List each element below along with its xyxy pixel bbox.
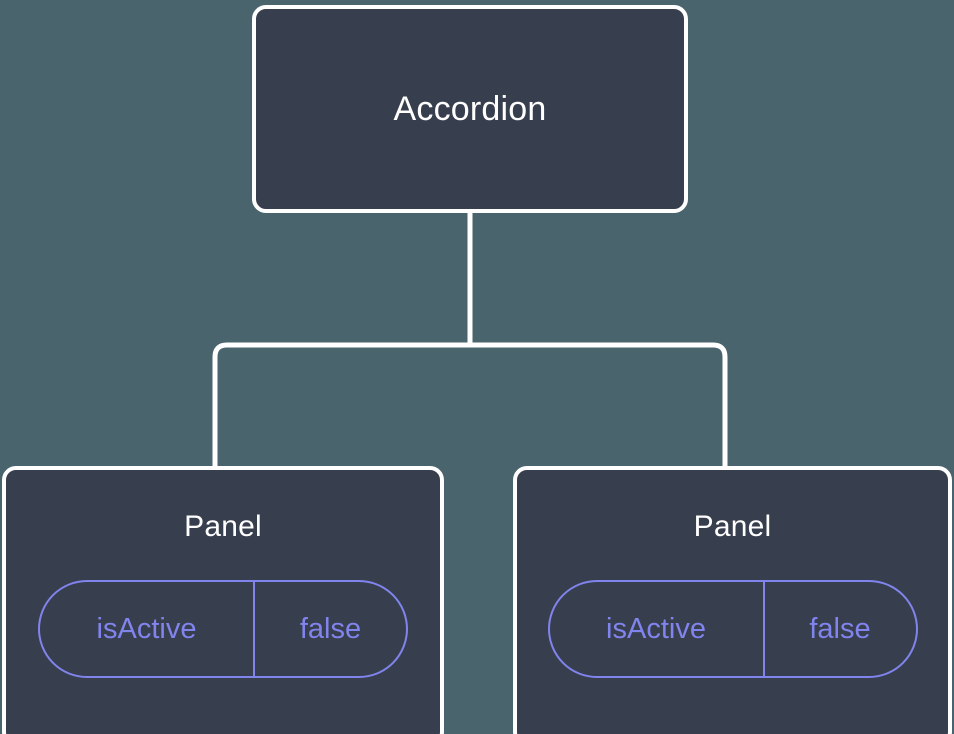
node-panel-0-state-pill[interactable]: isActive false	[38, 580, 408, 678]
node-panel-0-state-key: isActive	[96, 612, 197, 645]
node-panel-1-state-key: isActive	[606, 612, 706, 645]
node-panel-1-pill-divider	[762, 582, 765, 676]
connector-branch-bus	[212, 342, 728, 468]
node-panel-1-state-pill[interactable]: isActive false	[547, 580, 918, 678]
node-panel-1-title: Panel	[693, 510, 772, 543]
node-panel-0-pill-divider	[253, 582, 255, 676]
node-accordion-title: Accordion	[393, 90, 547, 128]
node-accordion[interactable]: Accordion	[252, 5, 688, 213]
node-panel-0-state-value: false	[299, 612, 362, 645]
node-panel-1[interactable]: Panel isActive false	[513, 466, 952, 734]
node-panel-1-state-value: false	[809, 612, 871, 645]
node-panel-0[interactable]: Panel isActive false	[2, 466, 444, 734]
node-panel-0-title: Panel	[184, 510, 262, 543]
